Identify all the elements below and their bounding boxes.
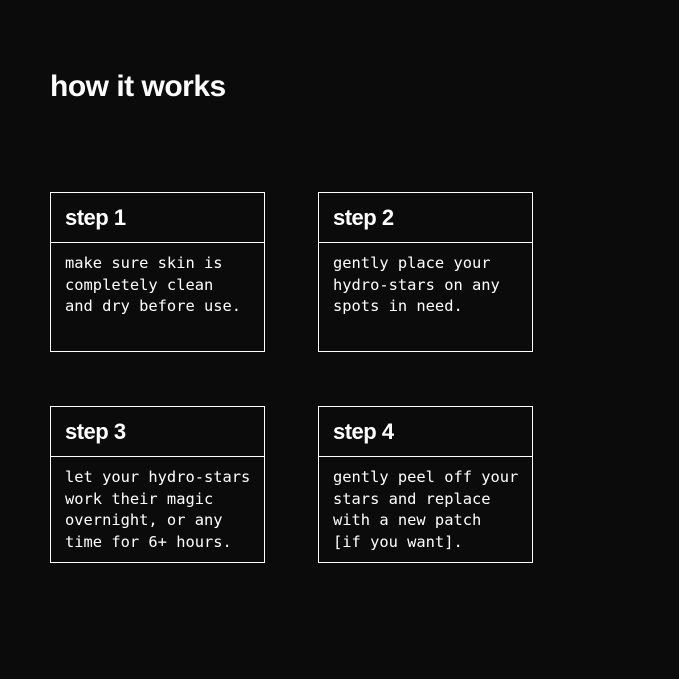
step-1-body: make sure skin is completely clean and d… (65, 254, 242, 315)
step-4-header: step 4 (319, 407, 532, 457)
step-3-header: step 3 (51, 407, 264, 457)
step-card-1: step 1 make sure skin is completely clea… (50, 192, 265, 352)
step-card-4: step 4 gently peel off your stars and re… (318, 406, 533, 563)
step-3-label: step 3 (65, 418, 126, 444)
step-1-header: step 1 (51, 193, 264, 243)
step-card-2: step 2 gently place your hydro-stars on … (318, 192, 533, 352)
step-4-body: gently peel off your stars and replace w… (333, 468, 519, 551)
step-2-body: gently place your hydro-stars on any spo… (333, 254, 500, 315)
step-2-label: step 2 (333, 204, 394, 230)
step-4-label: step 4 (333, 418, 394, 444)
steps-grid: step 1 make sure skin is completely clea… (50, 192, 533, 563)
step-1-label: step 1 (65, 204, 126, 230)
step-card-3: step 3 let your hydro-stars work their m… (50, 406, 265, 563)
page-title: how it works (50, 70, 226, 103)
step-3-body: let your hydro-stars work their magic ov… (65, 468, 251, 551)
step-2-header: step 2 (319, 193, 532, 243)
